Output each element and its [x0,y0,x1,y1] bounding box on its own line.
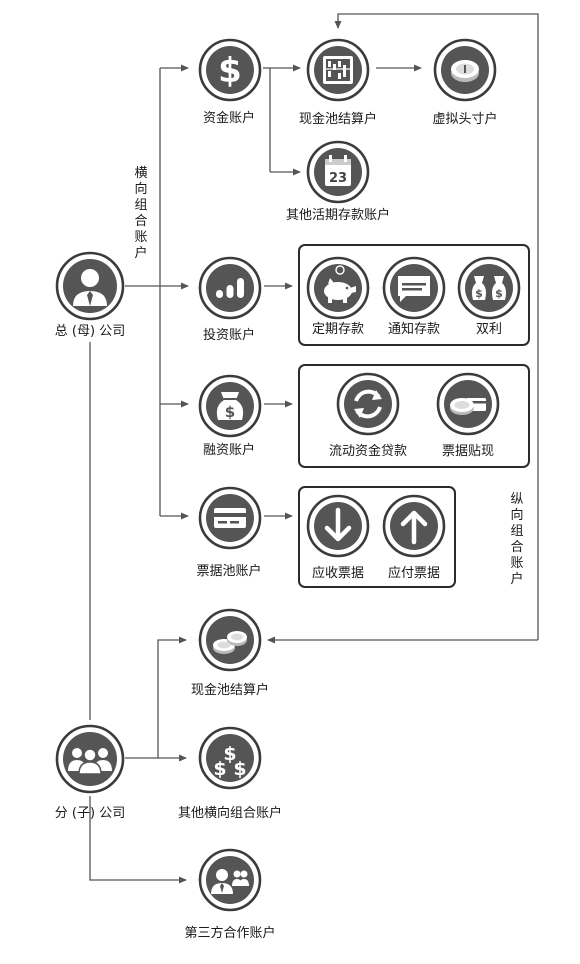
piggy-bank-icon[interactable] [306,256,370,320]
link-sub-thirdparty [89,796,187,884]
horizontal-combination-label: 横向组合账户 [134,166,148,261]
coins-icon[interactable] [198,608,262,672]
other-current-label: 其他活期存款账户 [285,208,391,223]
svg-text:$: $ [475,287,483,300]
money-bag-icon[interactable]: $ [198,374,262,438]
money-bags-icon[interactable]: $ $ [457,256,521,320]
svg-text:$: $ [495,287,503,300]
svg-text:23: 23 [329,171,347,186]
svg-text:$: $ [233,758,246,780]
receivable-label: 应收票据 [311,566,365,581]
parent-company-label: 总 (母) 公司 [54,324,126,339]
sub-cash-pool-label: 现金池结算户 [190,683,270,698]
partners-icon[interactable] [198,848,262,912]
svg-text:$: $ [225,403,235,421]
investment-panel [298,244,530,346]
financing-panel [298,364,530,468]
notice-icon[interactable] [382,256,446,320]
coin-card-icon[interactable] [436,372,500,436]
card-icon[interactable] [198,486,262,550]
subsidiary-label: 分 (子) 公司 [54,806,126,821]
payable-label: 应付票据 [387,566,441,581]
cash-pool-label: 现金池结算户 [298,112,378,127]
abacus-icon[interactable] [306,38,370,102]
investment-account-label: 投资账户 [202,328,256,343]
bill-pool-panel [298,486,456,588]
arrow-down-icon[interactable] [306,494,370,558]
dual-benefit-label: 双利 [475,322,503,337]
third-party-label: 第三方合作账户 [184,926,276,941]
coin-icon[interactable] [433,38,497,102]
bill-discount-label: 票据贴现 [441,444,495,459]
dollars-icon[interactable]: $ $ $ [198,726,262,790]
term-deposit-label: 定期存款 [311,322,365,337]
dollar-icon[interactable]: $ [198,38,262,102]
group-icon[interactable] [55,724,125,794]
arrow-up-icon[interactable] [382,494,446,558]
funds-account-label: 资金账户 [202,111,256,126]
svg-text:$: $ [218,51,242,91]
sub-other-horizontal-label: 其他横向组合账户 [177,806,283,821]
bar-chart-icon[interactable] [198,256,262,320]
financing-account-label: 融资账户 [202,443,256,458]
working-loan-label: 流动资金贷款 [328,444,408,459]
vertical-combination-label: 纵向组合账户 [510,492,524,587]
calendar-icon[interactable]: 23 [306,140,370,204]
link-sub-cashpool [157,636,187,758]
manager-icon[interactable] [55,251,125,321]
cycle-icon[interactable] [336,372,400,436]
svg-text:$: $ [223,743,236,765]
notice-deposit-label: 通知存款 [387,322,441,337]
svg-text:$: $ [213,758,226,780]
bill-pool-account-label: 票据池账户 [196,564,262,579]
vertical-return-line-top [334,13,539,640]
virtual-position-label: 虚拟头寸户 [432,112,498,127]
